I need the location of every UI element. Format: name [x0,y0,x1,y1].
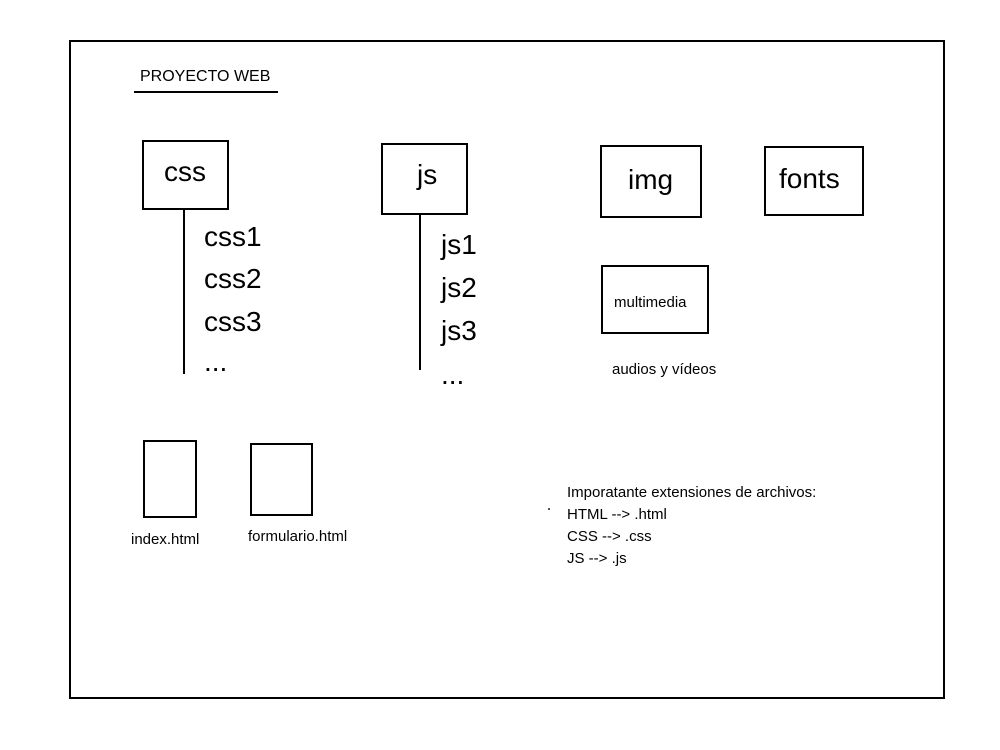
js-child-3: js3 [441,315,477,346]
stray-dot [548,508,550,510]
js-child-1: js1 [441,229,477,260]
notes-line-js: JS --> .js [567,550,627,567]
js-child-2: js2 [441,272,477,303]
js-connector-line [419,215,421,370]
notes-line-html: HTML --> .html [567,506,667,523]
js-child-ellipsis: ... [441,359,465,390]
multimedia-folder-label: multimedia [614,294,687,311]
formulario-file-icon [250,443,313,516]
notes-heading: Imporatante extensiones de archivos: [567,484,817,501]
css-folder-label: css [164,156,206,187]
js-folder-label: js [417,159,438,190]
formulario-file-label: formulario.html [248,528,348,545]
css-child-3: css3 [204,306,262,337]
fonts-folder-box: fonts [764,146,864,216]
css-child-2: css2 [204,263,262,294]
css-child-ellipsis: ... [204,346,228,377]
fonts-folder-label: fonts [779,163,840,194]
img-folder-label: img [628,164,674,195]
css-connector-line [183,210,185,374]
diagram-frame [69,40,945,699]
multimedia-caption: audios y vídeos [612,361,717,378]
extensions-notes: Imporatante extensiones de archivos: HTM… [567,482,816,570]
multimedia-folder-box: multimedia [601,265,709,334]
title-underline [134,91,278,93]
js-folder-box: js [381,143,468,215]
img-folder-box: img [600,145,702,218]
notes-line-css: CSS --> .css [567,528,652,545]
diagram-title: PROYECTO WEB [140,68,271,85]
css-child-1: css1 [204,221,262,252]
css-folder-box: css [142,140,229,210]
index-file-icon [143,440,197,518]
index-file-label: index.html [131,531,200,548]
